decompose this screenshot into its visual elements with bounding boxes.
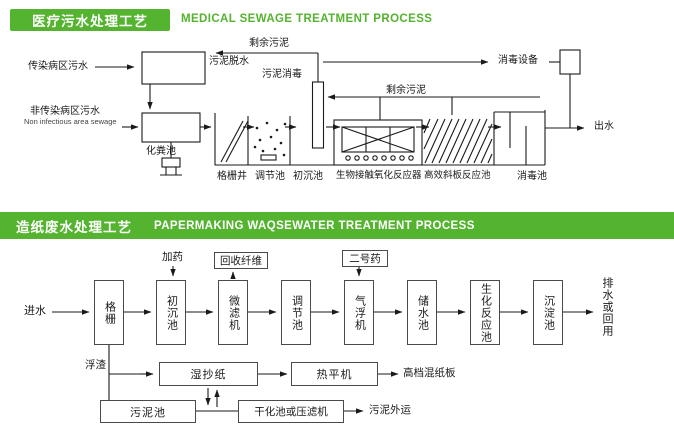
sludge-tank-label: 污泥池	[130, 406, 166, 419]
inclined-plates-shape	[423, 118, 493, 164]
chemical-no2-label: 二号药	[349, 253, 381, 265]
medical-title-zh: 医疗污水处理工艺	[10, 9, 170, 31]
diffuser-shape	[260, 154, 277, 161]
flow-box-biochemical-reaction: 生化反应池	[470, 280, 500, 345]
label-sludge-dewatering: 污泥脱水	[209, 56, 249, 67]
label-non-infectious-en: Non infectious area sewage	[24, 117, 117, 126]
label-grid-well: 格栅井	[217, 171, 247, 182]
disinfection-unit-shape	[559, 49, 581, 75]
label-excess-sludge-top: 剩余污泥	[249, 38, 289, 49]
label-inlet: 进水	[24, 305, 46, 317]
chemical-no2-box: 二号药	[342, 250, 388, 267]
label-dosing: 加药	[162, 251, 183, 263]
flow-box-regulating-tank: 调节池	[281, 280, 311, 345]
label-product: 高档混纸板	[403, 367, 456, 379]
drying-or-filter-press-label: 干化池或压滤机	[254, 406, 328, 418]
papermaking-diagram-lines	[52, 266, 594, 414]
label-outlet: 排水或回用	[601, 277, 613, 337]
septic-tank-shape	[141, 112, 201, 143]
papermaking-title-en: PAPERMAKING WAQSEWATER TREATMENT PROCESS	[154, 219, 475, 232]
sludge-tank-box: 污泥池	[100, 400, 196, 423]
flow-box-microfilter-label: 微滤机	[227, 294, 240, 331]
flow-box-air-flotation-label: 气浮机	[353, 294, 366, 331]
wet-papermaking-box: 湿抄纸	[159, 362, 258, 386]
baffles-shape	[509, 112, 527, 165]
label-effluent: 出水	[594, 121, 614, 132]
label-sludge-transport: 污泥外运	[369, 404, 411, 416]
flow-box-sedimentation: 沉淀池	[533, 280, 563, 345]
flow-box-microfilter: 微滤机	[218, 280, 248, 345]
papermaking-title-zh: 造纸废水处理工艺	[16, 219, 132, 235]
label-disinfection-equipment: 消毒设备	[498, 55, 538, 66]
flow-box-primary-sedimentation: 初沉池	[156, 280, 186, 345]
medical-title-en: MEDICAL SEWAGE TREATMENT PROCESS	[181, 13, 433, 25]
flow-box-air-flotation: 气浮机	[344, 280, 374, 345]
bar-screen-shape	[220, 120, 249, 163]
drying-or-filter-press-box: 干化池或压滤机	[238, 400, 344, 423]
label-non-infectious-zh: 非传染病区污水	[30, 106, 100, 117]
flow-box-storage-tank: 储水池	[407, 280, 437, 345]
wet-papermaking-label: 湿抄纸	[190, 369, 227, 381]
label-regulating-tank: 调节池	[255, 171, 285, 182]
flow-box-primary-sedimentation-label: 初沉池	[165, 294, 178, 331]
flow-box-grating: 格栅	[94, 280, 124, 345]
medical-diagram-lines	[95, 49, 585, 176]
pump-icon	[161, 157, 181, 168]
hot-press-label: 热平机	[316, 369, 353, 381]
flow-box-grating-label: 格栅	[103, 300, 116, 325]
label-inclined-plate-tank: 高效斜板反应池	[424, 170, 491, 181]
aeration-bubbles	[253, 121, 287, 157]
label-sludge-disinfection: 污泥消毒	[262, 69, 302, 80]
flow-box-storage-tank-label: 储水池	[416, 294, 429, 331]
recovered-fiber-box: 回收纤维	[214, 252, 268, 269]
label-scum: 浮渣	[85, 359, 106, 371]
label-excess-sludge-mid: 剩余污泥	[386, 85, 426, 96]
flow-box-regulating-tank-label: 调节池	[290, 294, 303, 331]
papermaking-banner: 造纸废水处理工艺 PAPERMAKING WAQSEWATER TREATMEN…	[0, 212, 674, 239]
label-primary-sedimentation: 初沉池	[293, 171, 323, 182]
label-bio-reactor: 生物接触氧化反应器	[336, 170, 422, 181]
label-disinfection-tank: 消毒池	[517, 171, 547, 182]
flow-box-biochemical-reaction-label: 生化反应池	[479, 282, 492, 343]
sludge-lift-pipe-shape	[311, 81, 325, 149]
pre-disinfection-tank-shape	[141, 51, 206, 85]
recovered-fiber-label: 回收纤维	[220, 255, 262, 267]
label-septic-tank: 化粪池	[146, 146, 176, 157]
label-infectious-sewage: 传染病区污水	[28, 61, 88, 72]
hot-press-box: 热平机	[291, 362, 378, 386]
flow-box-sedimentation-label: 沉淀池	[542, 294, 555, 331]
